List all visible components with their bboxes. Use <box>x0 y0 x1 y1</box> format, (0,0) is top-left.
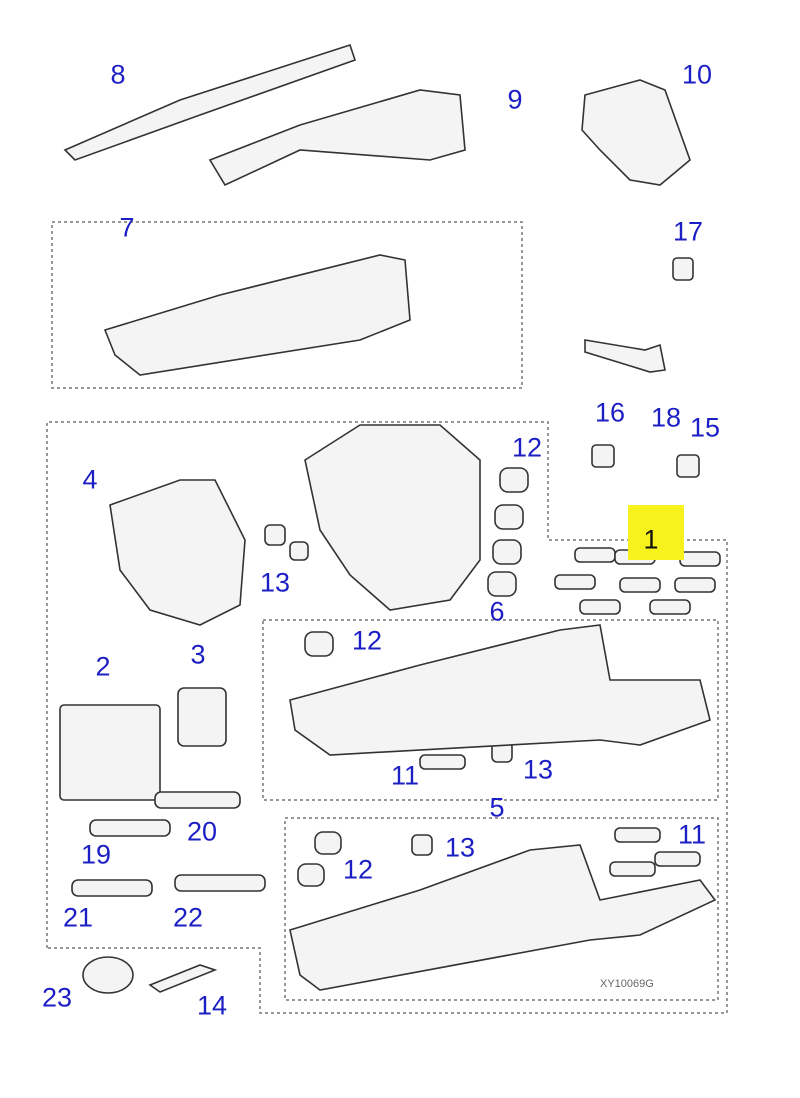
callout-9[interactable]: 9 <box>507 84 523 115</box>
callout-13[interactable]: 13 <box>259 567 291 598</box>
part-13-bushings <box>264 524 513 856</box>
callout-4[interactable]: 4 <box>82 464 98 495</box>
part-19-stud <box>89 819 171 837</box>
part-10-bracket <box>581 79 691 186</box>
callout-5[interactable]: 5 <box>489 792 505 823</box>
callout-13[interactable]: 13 <box>522 754 554 785</box>
callout-19[interactable]: 19 <box>80 839 112 870</box>
part-upper-rail <box>289 624 711 756</box>
part-4-housing <box>109 479 246 626</box>
group-box-lower-rail <box>284 817 719 1001</box>
part-9-rail <box>208 89 466 187</box>
callout-8[interactable]: 8 <box>110 59 126 90</box>
callout-3[interactable]: 3 <box>190 639 206 670</box>
part-17-nut <box>672 257 694 281</box>
callout-6[interactable]: 6 <box>489 596 505 627</box>
part-2-module <box>59 704 161 801</box>
callout-11[interactable]: 11 <box>677 819 707 850</box>
callout-7[interactable]: 7 <box>119 212 135 243</box>
part-20-stud <box>154 791 241 809</box>
part-14-strap <box>148 964 218 993</box>
part-11-bolts-lower <box>609 827 701 877</box>
part-7-rail <box>103 254 411 376</box>
group-box-7 <box>51 221 523 389</box>
callout-18[interactable]: 18 <box>650 402 682 433</box>
callout-14[interactable]: 14 <box>196 990 228 1021</box>
part-15-nut <box>676 454 700 478</box>
callout-1[interactable]: 1 <box>643 524 659 555</box>
part-12-bushings <box>297 467 529 887</box>
part-21-stud <box>71 879 153 897</box>
group-box-main <box>46 421 728 1014</box>
part-22-stud <box>174 874 266 892</box>
callout-2[interactable]: 2 <box>95 651 111 682</box>
highlight-part-1 <box>628 505 684 560</box>
callout-17[interactable]: 17 <box>672 216 704 247</box>
part-11-bolt <box>419 754 466 770</box>
part-8-rail <box>63 43 357 161</box>
part-lower-rail <box>289 844 717 991</box>
callout-10[interactable]: 10 <box>681 59 713 90</box>
part-18-stud <box>584 339 666 373</box>
callout-23[interactable]: 23 <box>41 982 73 1013</box>
callout-16[interactable]: 16 <box>594 397 626 428</box>
part-3-block <box>177 687 227 747</box>
part-6-tower <box>304 424 481 611</box>
callout-12[interactable]: 12 <box>511 432 543 463</box>
part-23-bolt <box>82 956 134 994</box>
callout-12[interactable]: 12 <box>351 625 383 656</box>
callout-15[interactable]: 15 <box>689 412 721 443</box>
callout-12[interactable]: 12 <box>342 854 374 885</box>
callout-20[interactable]: 20 <box>186 816 218 847</box>
drawing-code: XY10069G <box>600 978 654 990</box>
callout-21[interactable]: 21 <box>62 902 94 933</box>
part-16-nut <box>591 444 615 468</box>
callout-11[interactable]: 11 <box>390 760 420 791</box>
callout-22[interactable]: 22 <box>172 902 204 933</box>
callout-13[interactable]: 13 <box>444 832 476 863</box>
